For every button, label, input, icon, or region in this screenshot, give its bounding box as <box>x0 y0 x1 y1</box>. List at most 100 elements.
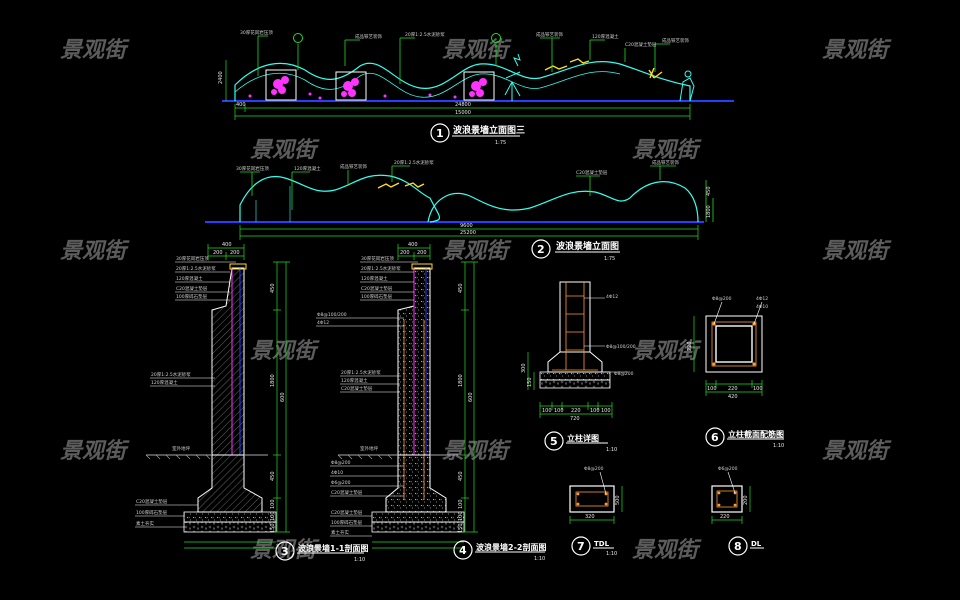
view-title: 立柱截面配筋图 <box>728 429 784 439</box>
annotation: C20混凝土垫层 <box>331 509 363 516</box>
annotation: 120厚混凝土 <box>151 379 178 386</box>
view-1-elevation: 30厚花岗岩压顶 成品铁艺装饰 20厚1:2.5水泥砂浆 成品铁艺装饰 120厚… <box>218 29 734 146</box>
dimension-text: 150 <box>458 523 464 533</box>
annotation: 成品铁艺装饰 <box>355 33 382 40</box>
view-8-beam-dl: Φ6@200 220 200 8 DL <box>711 466 764 556</box>
watermark: 景观街 <box>632 538 702 563</box>
watermark: 景观街 <box>60 239 130 264</box>
view-5-column-detail: 4Φ12 Φ8@100/200 Φ8@200 100 100 220 100 1… <box>521 281 636 453</box>
annotation: C20混凝土垫层 <box>361 285 393 292</box>
dimension-text: 420 <box>728 394 738 400</box>
dimension-text: 220 <box>687 341 693 351</box>
dimension-text: 100 <box>270 499 276 509</box>
dimension-text: 450 <box>270 283 276 293</box>
annotation: 100厚碎石垫层 <box>176 293 208 300</box>
dimension-text: 220 <box>728 386 738 392</box>
dimension-text: 400 <box>222 242 232 248</box>
watermark: 景观街 <box>250 339 320 364</box>
dimension-text: 25200 <box>460 230 476 236</box>
watermarks: 景观街 景观街 景观街 景观街 景观街 景观街 景观街 景观街 景观街 景观街 … <box>60 38 892 563</box>
dimension-text: 100 <box>707 386 717 392</box>
annotation: 成品铁艺装饰 <box>340 163 367 170</box>
view-number: 8 <box>734 540 742 553</box>
view-number-badge <box>275 541 295 561</box>
annotation: 20厚1:2.5水泥砂浆 <box>341 369 381 376</box>
dimension-text: 720 <box>570 416 580 422</box>
dimension-text: 400 <box>236 102 246 108</box>
view-3-section: 30厚花岗岩压顶 20厚1:2.5水泥砂浆 120厚混凝土 C20混凝土垫层 1… <box>135 242 368 563</box>
annotation: Φ8@200 <box>584 466 604 472</box>
view-number-badge <box>544 431 564 451</box>
view-scale: 1:10 <box>606 447 617 453</box>
dimension-text: 24800 <box>455 102 471 108</box>
ground-label: 室外地坪 <box>172 445 190 452</box>
annotation: 成品铁艺装饰 <box>652 159 679 166</box>
annotation: 20厚1:2.5水泥砂浆 <box>176 265 216 272</box>
view-scale: 1:10 <box>773 443 784 449</box>
dimension-text: 100 <box>542 408 552 414</box>
annotation: 4Φ12 <box>317 320 329 326</box>
view-scale: 1:10 <box>354 557 365 563</box>
annotation: Φ6@200 <box>331 480 351 486</box>
dimension-text: 450 <box>706 186 712 196</box>
dimension-text: 100 <box>753 386 763 392</box>
annotation: Φ8@200 <box>614 371 634 377</box>
dimension-text: 150 <box>270 523 276 533</box>
dimension-text: 500 <box>615 495 621 505</box>
watermark: 景观街 <box>822 38 892 63</box>
annotation: 20厚1:2.5水泥砂浆 <box>151 371 191 378</box>
dimension-text: 100 <box>458 499 464 509</box>
dimension-text: 200 <box>400 250 410 256</box>
annotation: 20厚1:2.5水泥砂浆 <box>405 31 445 38</box>
view-title: 波浪景墙1-1剖面图 <box>298 543 368 553</box>
watermark: 景观街 <box>632 339 702 364</box>
annotation: Φ8@200 <box>331 460 351 466</box>
view-2-elevation: 30厚花岗岩压顶 120厚混凝土 成品铁艺装饰 20厚1:2.5水泥砂浆 C20… <box>205 159 714 262</box>
ground-label: 室外地坪 <box>360 445 378 452</box>
dimension-text: 320 <box>585 514 595 520</box>
watermark: 景观街 <box>442 239 512 264</box>
view-scale: 1:10 <box>606 551 617 557</box>
annotation: 成品铁艺装饰 <box>662 37 689 44</box>
watermark: 景观街 <box>442 439 512 464</box>
annotation: 30厚花岗岩压顶 <box>176 255 209 262</box>
dimension-text: 400 <box>408 242 418 248</box>
annotation: 4Φ12 <box>756 296 768 302</box>
dimension-text: 200 <box>743 495 749 505</box>
dimension-text: 450 <box>458 471 464 481</box>
view-number-badge <box>571 536 591 556</box>
dimension-text: 150 <box>527 377 533 387</box>
annotation: 素土夯实 <box>331 529 349 536</box>
dimension-text: 100 <box>590 408 600 414</box>
watermark: 景观街 <box>442 38 512 63</box>
annotation: 120厚混凝土 <box>341 377 368 384</box>
dimension-text: 9600 <box>460 223 473 229</box>
dimension-text: 220 <box>720 514 730 520</box>
annotation: 120厚混凝土 <box>294 165 321 172</box>
view-4-section: 30厚花岗岩压顶 20厚1:2.5水泥砂浆 120厚混凝土 C20混凝土垫层 1… <box>316 242 546 562</box>
view-number: 6 <box>711 431 719 444</box>
view-scale: 1:75 <box>495 140 506 146</box>
annotation: 4Φ10 <box>331 470 343 476</box>
dimension-text: 450 <box>270 471 276 481</box>
dimension-text: 100 <box>601 408 611 414</box>
dimension-text: 15000 <box>455 110 471 116</box>
dimension-text: 200 <box>230 250 240 256</box>
dimension-text: 1800 <box>706 205 712 218</box>
dimension-text: 600 <box>280 392 286 402</box>
annotation: 4Φ10 <box>756 304 768 310</box>
annotation: C20混凝土垫层 <box>576 169 608 176</box>
view-title: 立柱详图 <box>567 433 599 443</box>
view-number: 2 <box>537 243 545 256</box>
annotation: 100厚碎石垫层 <box>331 519 363 526</box>
dimension-text: 300 <box>521 363 527 373</box>
dimension-text: 220 <box>571 408 581 414</box>
annotation: C20混凝土垫层 <box>176 285 208 292</box>
watermark: 景观街 <box>250 138 320 163</box>
annotation: C20混凝土垫层 <box>625 41 657 48</box>
annotation: C20混凝土垫层 <box>331 489 363 496</box>
view-title: 波浪景墙2-2剖面图 <box>476 542 546 552</box>
watermark: 景观街 <box>632 138 702 163</box>
watermark: 景观街 <box>60 439 130 464</box>
view-number-badge <box>531 239 551 259</box>
